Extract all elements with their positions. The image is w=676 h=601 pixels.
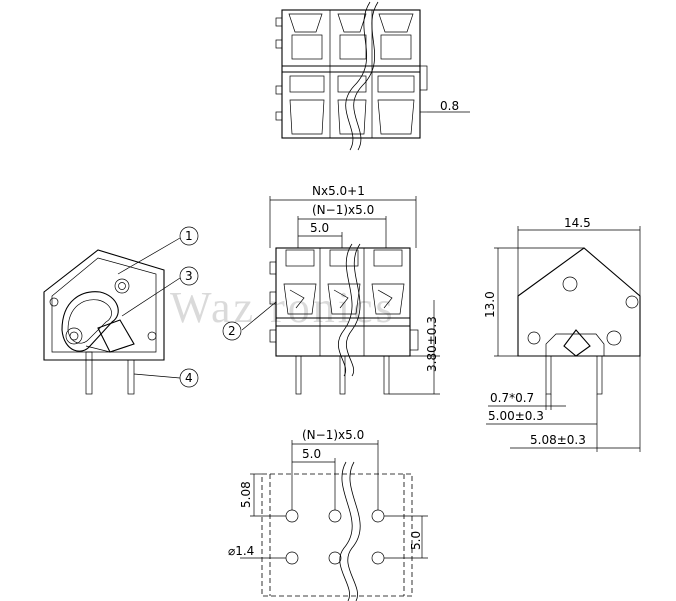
dim-pcb-span: (N−1)x5.0 [302, 428, 364, 442]
callout-2: 2 [228, 324, 236, 338]
right-side-view: 14.5 13.0 0.7*0.7 5.00±0.3 5.08±0.3 [483, 216, 641, 452]
dim-pcb-row-b: 5.0 [409, 531, 423, 550]
dim-overall-width: Nx5.0+1 [312, 184, 365, 198]
dim-pcb-row-a: 5.08 [239, 481, 253, 508]
front-view: Nx5.0+1 (N−1)x5.0 5.0 3.80±0.3 2 [222, 184, 440, 395]
dim-pin-offset-b: 5.08±0.3 [530, 433, 586, 447]
top-view: 0.8 [275, 1, 470, 151]
watermark: Waz ronics [170, 283, 396, 332]
callout-3: 3 [185, 269, 193, 283]
dim-height: 13.0 [483, 291, 497, 318]
dim-depth: 14.5 [564, 216, 591, 230]
callout-1: 1 [185, 229, 193, 243]
callout-4: 4 [185, 371, 193, 385]
dim-pin-length: 3.80±0.3 [425, 316, 439, 372]
dim-pitch-span: (N−1)x5.0 [312, 203, 374, 217]
dim-pcb-pitch: 5.0 [302, 447, 321, 461]
left-side-view: 1 3 4 [43, 226, 199, 395]
dim-top-pin-width: 0.8 [440, 99, 459, 113]
dim-pitch: 5.0 [310, 221, 329, 235]
dim-hole-dia: ⌀1.4 [228, 544, 254, 558]
dim-pin-square: 0.7*0.7 [490, 391, 534, 405]
dim-pin-offset-a: 5.00±0.3 [488, 409, 544, 423]
pcb-layout: (N−1)x5.0 5.0 5.08 5.0 ⌀1.4 [228, 428, 428, 601]
